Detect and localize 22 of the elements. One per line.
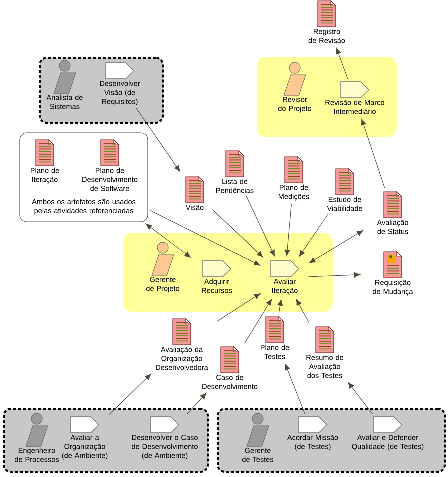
highlight-panel (257, 57, 397, 137)
arrow (244, 299, 272, 344)
arrow (348, 382, 374, 415)
arrow (361, 119, 386, 188)
arrow (309, 230, 364, 264)
arrow (308, 272, 361, 278)
arrow (186, 393, 207, 415)
arrow (284, 364, 306, 414)
arrow (284, 204, 292, 256)
arrow (146, 224, 192, 258)
highlight-panel (123, 233, 333, 312)
arrow (150, 210, 260, 266)
arrow (336, 48, 348, 80)
arrow (299, 214, 329, 257)
arrow (296, 299, 310, 324)
arrow (136, 108, 180, 172)
arrow (246, 196, 276, 257)
group-panel (217, 408, 446, 473)
arrow (217, 294, 261, 322)
arrow (278, 300, 284, 314)
arrow (212, 210, 264, 258)
group-panel (3, 408, 209, 473)
